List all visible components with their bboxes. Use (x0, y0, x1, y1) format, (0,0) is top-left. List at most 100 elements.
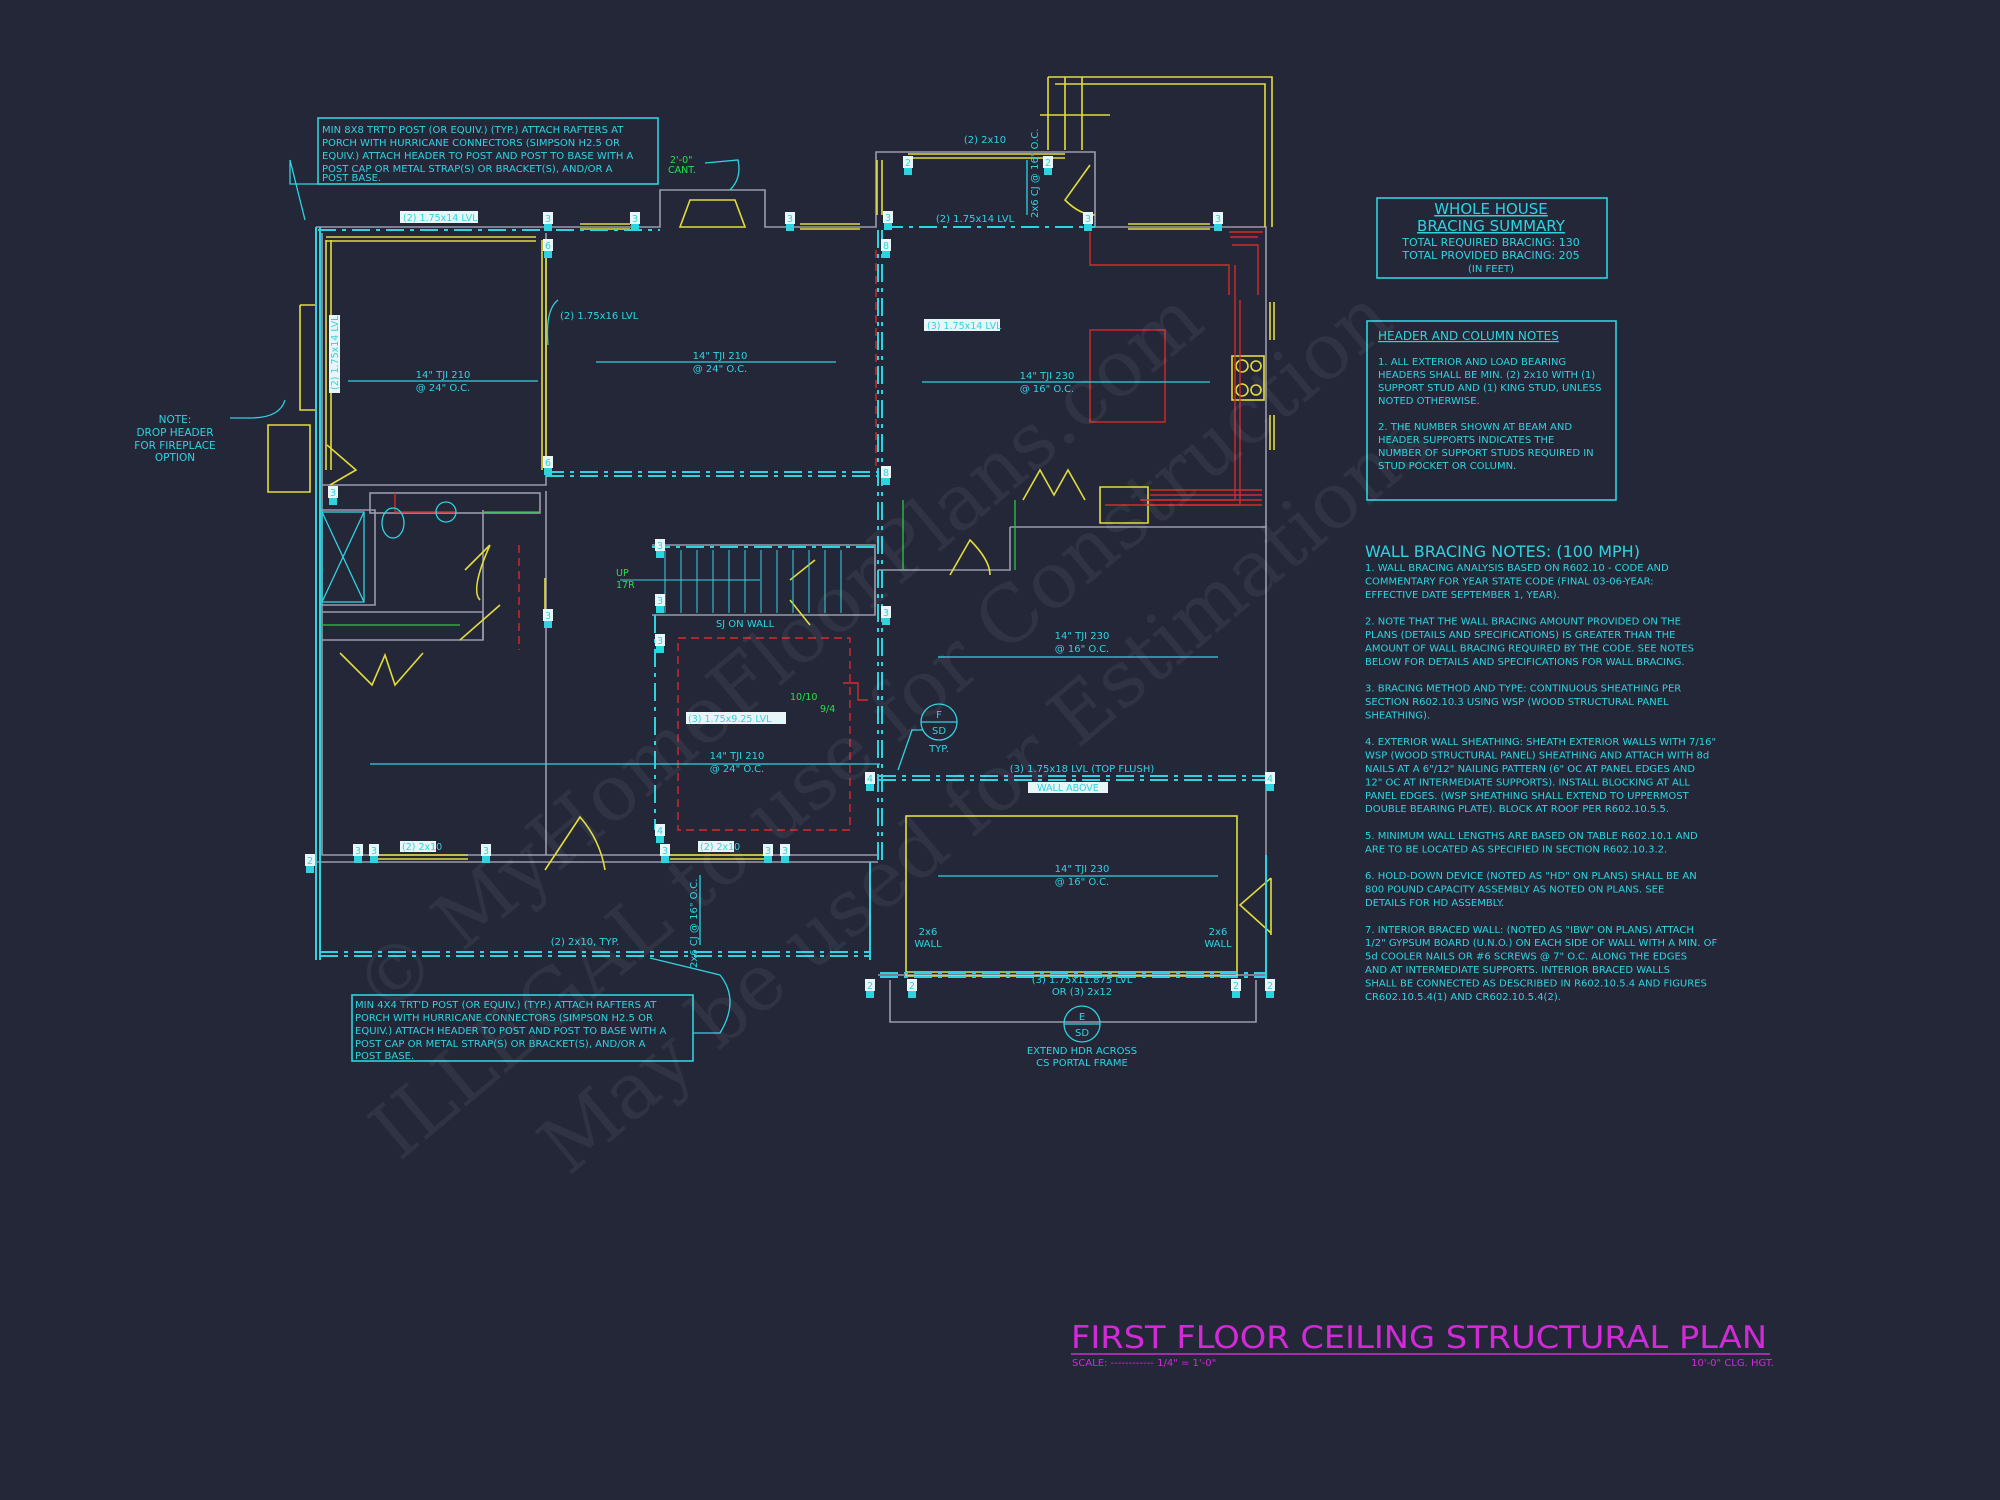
note-line: ARE TO BE LOCATED AS SPECIFIED IN SECTIO… (1365, 844, 1667, 855)
support-stud-count: 6 (545, 458, 551, 469)
support-stud-count: 3 (355, 846, 361, 857)
support-stud-tag (1043, 156, 1053, 168)
support-stud-tag (660, 844, 670, 856)
support-stud-tag (1265, 979, 1275, 991)
ceiling-joist-label: 2x6 CJ @ 16" O.C. (689, 879, 700, 968)
beam-label: (2) 1.75x16 LVL (560, 311, 639, 322)
support-stud-tag (543, 456, 553, 468)
note-line: 1. WALL BRACING ANALYSIS BASED ON R602.1… (1365, 563, 1669, 574)
header-label: (2) 2x10 (964, 135, 1006, 146)
support-stud-post (882, 618, 890, 625)
section-letter: F (936, 710, 942, 721)
porch-note-bottom: MIN 4X4 TRT'D POST (OR EQUIV.) (TYP.) AT… (355, 1000, 667, 1062)
note-line: 5d COOLER NAILS OR #6 SCREWS @ 7" O.C. A… (1365, 952, 1687, 963)
support-stud-tag (543, 239, 553, 251)
support-stud-tag (881, 606, 891, 618)
joist-label: @ 16" O.C. (1055, 877, 1110, 888)
support-stud-post (866, 784, 874, 791)
joist-label: @ 16" O.C. (1020, 384, 1075, 395)
note-line: AND AT INTERMEDIATE SUPPORTS. INTERIOR B… (1365, 965, 1670, 976)
support-stud-tag (865, 979, 875, 991)
stair-riser-label: 17R (616, 580, 635, 591)
porch-note-top-box (317, 117, 659, 185)
section-letter: E (1079, 1012, 1085, 1023)
note-line: MIN 4X4 TRT'D POST (OR EQUIV.) (TYP.) AT… (355, 1000, 657, 1011)
header-label: OR (3) 2x12 (1052, 987, 1112, 998)
note-line: OPTION (155, 452, 195, 464)
support-stud-count: 4 (867, 774, 873, 785)
framing-and-openings (267, 76, 1275, 977)
support-stud-tag (543, 212, 553, 224)
support-stud-post (1266, 991, 1274, 998)
note-line: SUPPORT STUD AND (1) KING STUD, UNLESS (1378, 383, 1601, 394)
window-tag: 10/10 (790, 692, 817, 703)
note-line: SECTION R602.10.3 USING WSP (WOOD STRUCT… (1365, 697, 1669, 708)
header-tag: (2) 1.75x14 LVL (403, 213, 478, 224)
green-lines (322, 500, 1016, 626)
support-stud-post (544, 224, 552, 231)
note-line: 800 POUND CAPACITY ASSEMBLY AS NOTED ON … (1365, 885, 1664, 896)
support-stud-tag (763, 844, 773, 856)
note-line: 4. EXTERIOR WALL SHEATHING: SHEATH EXTER… (1365, 737, 1716, 748)
support-stud-post (661, 856, 669, 863)
note-line: POST BASE. (322, 173, 381, 184)
support-stud-tag (785, 212, 795, 224)
bath-fixtures (321, 501, 457, 603)
note-line: FOR FIREPLACE (134, 440, 215, 452)
section-markers (920, 703, 1101, 1043)
beam-tag: (3) 1.75x14 LVL (927, 321, 1002, 332)
ceiling-height: 10'-0" CLG. HGT. (1691, 1358, 1774, 1369)
header-tag: (2) 2x10 (700, 842, 740, 853)
header-label: (3) 1.75x11.875 LVL (1032, 975, 1133, 986)
wall-label: WALL (914, 939, 942, 950)
stair (620, 550, 842, 613)
beam-tag: (3) 1.75x9.25 LVL (688, 714, 772, 725)
support-stud-post (866, 991, 874, 998)
header-notes-box (1366, 320, 1617, 501)
support-stud-post (544, 621, 552, 628)
support-stud-count: 8 (883, 241, 889, 252)
note-line: PORCH WITH HURRICANE CONNECTORS (SIMPSON… (322, 138, 620, 149)
support-stud-tag (881, 239, 891, 251)
beam-label: (2) 1.75x14 LVL (936, 214, 1015, 225)
header-tag: (2) 2x10 (402, 842, 442, 853)
notes-title: HEADER AND COLUMN NOTES (1378, 329, 1559, 343)
cant-label: CANT. (668, 165, 696, 176)
support-stud-post (631, 224, 639, 231)
note-line: NUMBER OF SUPPORT STUDS REQUIRED IN (1378, 448, 1594, 459)
support-stud-post (781, 856, 789, 863)
provided-bracing: TOTAL PROVIDED BRACING: 205 (1401, 249, 1579, 262)
note-line: BELOW FOR DETAILS AND SPECIFICATIONS FOR… (1365, 657, 1685, 668)
ceiling-joist-label: 2x6 CJ @ 16" O.C. (1030, 129, 1041, 218)
support-stud-count: 2 (867, 981, 873, 992)
support-stud-count: 3 (657, 541, 663, 552)
note-line: 5. MINIMUM WALL LENGTHS ARE BASED ON TAB… (1365, 831, 1698, 842)
note-line: 2. NOTE THAT THE WALL BRACING AMOUNT PRO… (1365, 617, 1681, 628)
extend-header-note: CS PORTAL FRAME (1036, 1058, 1128, 1069)
note-line: 2. THE NUMBER SHOWN AT BEAM AND (1378, 422, 1572, 433)
joist-label: @ 24" O.C. (693, 364, 748, 375)
support-stud-count: 3 (632, 214, 638, 225)
support-stud-count: 2 (1233, 981, 1239, 992)
plan-labels: 2'-0" CANT. (2) 1.75x14 LVL (2) 1.75x14 … (329, 129, 1232, 1069)
joist-label: @ 24" O.C. (416, 383, 471, 394)
wall-above-tag: WALL ABOVE (1037, 783, 1099, 794)
joist-label: 14" TJI 230 (1055, 631, 1110, 642)
support-stud-post (1266, 784, 1274, 791)
note-line: COMMENTARY FOR YEAR STATE CODE (FINAL 03… (1365, 576, 1654, 587)
note-line: PORCH WITH HURRICANE CONNECTORS (SIMPSON… (355, 1013, 653, 1024)
support-stud-post (786, 224, 794, 231)
note-line: SHEATHING). (1365, 710, 1430, 721)
note-line: 3. BRACING METHOD AND TYPE: CONTINUOUS S… (1365, 684, 1681, 695)
porch-note-bottom-box (351, 994, 694, 1062)
support-stud-tag (369, 844, 379, 856)
support-stud-post (882, 251, 890, 258)
summary-title: WHOLE HOUSE (1434, 200, 1548, 218)
support-stud-count: 2 (909, 981, 915, 992)
note-line: AMOUNT OF WALL BRACING REQUIRED BY THE C… (1365, 643, 1694, 654)
support-stud-count: 3 (483, 846, 489, 857)
support-stud-count: 3 (662, 846, 668, 857)
support-stud-tag (655, 634, 665, 646)
